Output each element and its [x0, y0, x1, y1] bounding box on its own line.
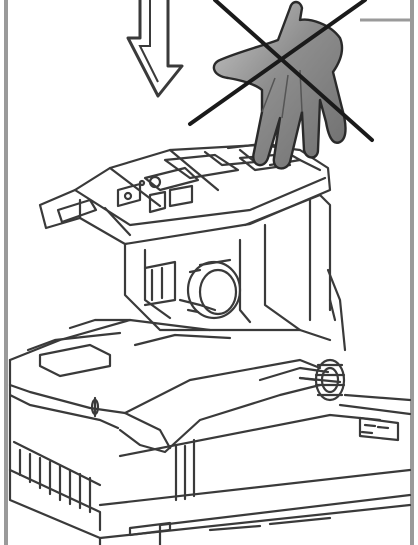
motor-housing	[10, 320, 340, 452]
adjustment-knob-icon	[300, 270, 345, 400]
down-arrow-icon	[128, 0, 182, 96]
garden-shredder-drawing	[10, 143, 410, 545]
